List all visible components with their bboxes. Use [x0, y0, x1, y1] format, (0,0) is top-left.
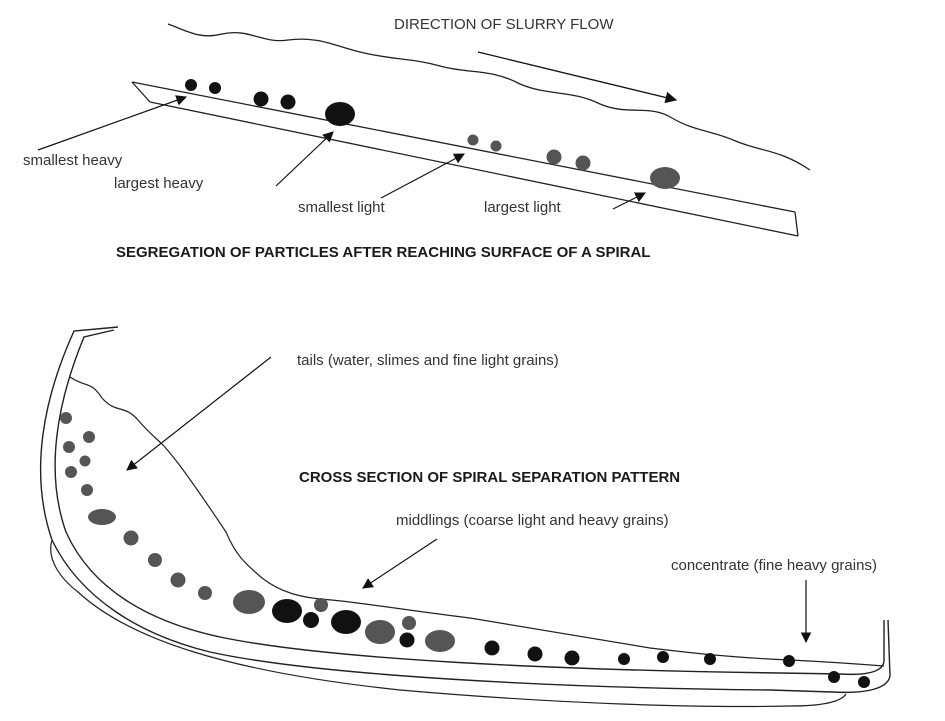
trough-outer-wall [39, 326, 891, 694]
light-particle [60, 412, 72, 424]
light-particle [198, 586, 212, 600]
top-diagram [37, 23, 811, 237]
light-particle [546, 149, 562, 165]
smallest-light-label: smallest light [298, 199, 385, 216]
light-particle [170, 572, 186, 588]
top-diagram-title: SEGREGATION OF PARTICLES AFTER REACHING … [116, 244, 651, 261]
light-particle [365, 620, 395, 644]
largest-light-label: largest light [484, 199, 561, 216]
trough-bottom-edge [50, 539, 847, 708]
heavy-particle [185, 79, 197, 91]
heavy-particle [209, 82, 221, 94]
largest-heavy-label: largest heavy [114, 175, 204, 192]
bottom-diagram-title: CROSS SECTION OF SPIRAL SEPARATION PATTE… [299, 469, 681, 486]
heavy-particle [828, 671, 840, 683]
bottom-diagram [39, 326, 891, 708]
heavy-particle [657, 651, 669, 663]
heavy-particle [484, 640, 500, 656]
heavy-particle [783, 655, 795, 667]
heavy-particle [527, 646, 543, 662]
light-particle [650, 167, 680, 189]
largest-heavy-arrow [275, 131, 334, 187]
middlings-label: middlings (coarse light and heavy grains… [396, 512, 669, 529]
light-particle [79, 455, 91, 467]
heavy-particle [325, 102, 355, 126]
smallest-heavy-label: smallest heavy [23, 152, 123, 169]
heavy-particle [280, 94, 296, 110]
heavy-particle [618, 653, 630, 665]
flow-direction-label: DIRECTION OF SLURRY FLOW [394, 16, 614, 33]
light-particle [148, 553, 162, 567]
light-particle [233, 590, 265, 614]
light-particle [81, 484, 93, 496]
heavy-particle [303, 612, 319, 628]
trough-inner-wall [54, 329, 885, 676]
light-particle [83, 431, 95, 443]
tails-arrow [126, 356, 272, 471]
light-particle [88, 509, 116, 525]
light-particle [63, 441, 75, 453]
slurry-surface-profile [69, 376, 885, 667]
light-particle [425, 630, 455, 652]
slurry-surface-line [167, 23, 811, 171]
light-particle [490, 140, 502, 152]
cross-section-particles [60, 412, 870, 688]
largest-light-arrow [612, 192, 646, 210]
top-particles [185, 79, 680, 189]
light-particle [65, 466, 77, 478]
light-particle [467, 134, 479, 146]
heavy-particle [253, 91, 269, 107]
heavy-particle [399, 632, 415, 648]
light-particle [314, 598, 328, 612]
heavy-particle [564, 650, 580, 666]
heavy-particle [858, 676, 870, 688]
heavy-particle [272, 599, 302, 623]
light-particle [575, 155, 591, 171]
smallest-light-arrow [380, 153, 465, 199]
smallest-heavy-arrow [37, 95, 188, 151]
tails-label: tails (water, slimes and fine light grai… [297, 352, 559, 369]
flow-direction-arrow [477, 51, 678, 104]
heavy-particle [704, 653, 716, 665]
spiral-surface-board [131, 81, 799, 237]
concentrate-label: concentrate (fine heavy grains) [671, 557, 877, 574]
light-particle [123, 530, 139, 546]
light-particle [402, 616, 416, 630]
middlings-arrow [362, 538, 438, 589]
heavy-particle [331, 610, 361, 634]
